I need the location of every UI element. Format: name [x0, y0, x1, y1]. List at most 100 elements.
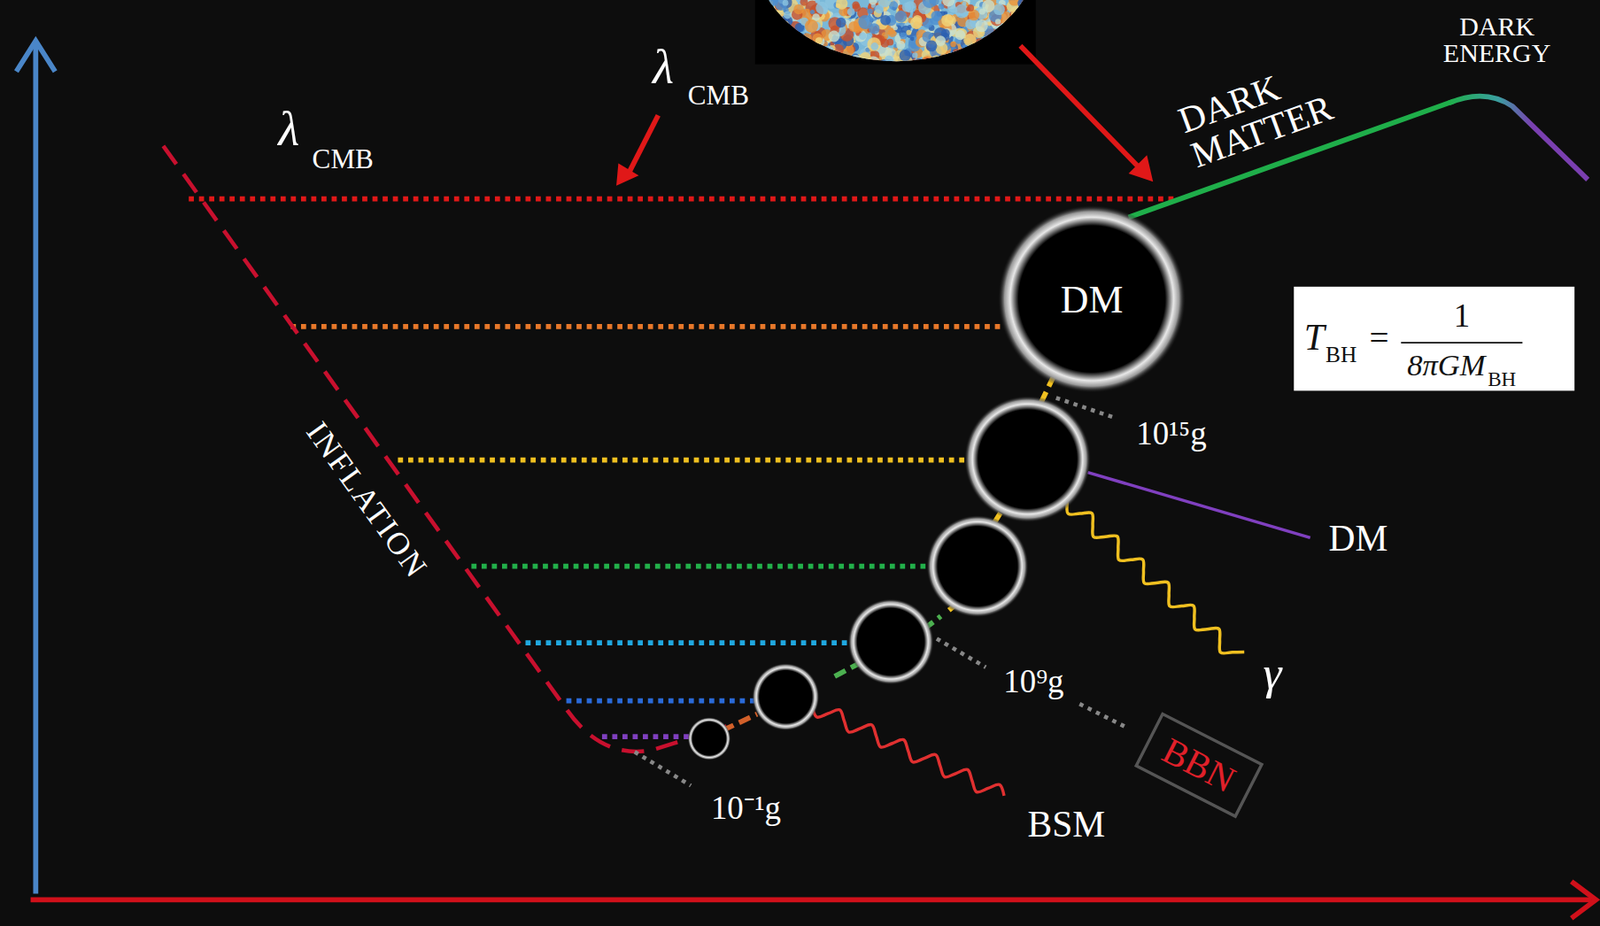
cmb-spot — [1020, 11, 1035, 26]
cmb-spot — [866, 8, 873, 15]
cmb-spot — [975, 61, 982, 67]
cmb-spot — [756, 16, 766, 27]
cmb-spot — [1004, 30, 1018, 43]
formula-denominator: 8πGM — [1406, 349, 1485, 381]
cmb-spot — [753, 56, 761, 64]
cmb-spot — [958, 56, 965, 62]
cmb-spot — [758, 47, 773, 62]
inflation-curve — [162, 146, 727, 752]
cmb-spot — [1013, 28, 1029, 43]
cmb-spot — [821, 46, 835, 60]
cmb-spot — [758, 5, 771, 17]
subscript: CMB — [312, 145, 374, 173]
cmb-spot — [783, 11, 792, 20]
cmb-spot — [881, 60, 891, 70]
cmb-spot — [1020, 0, 1034, 12]
cmb-spot — [879, 59, 888, 68]
cmb-spot — [819, 49, 832, 62]
cmb-spot — [757, 34, 762, 39]
black-hole-glow — [997, 205, 1186, 394]
cmb-spot — [893, 25, 898, 31]
cmb-spot — [796, 48, 806, 59]
cmb-spot — [752, 31, 758, 37]
cmb-spot — [835, 0, 848, 10]
cmb-spot — [772, 43, 783, 54]
cmb-spot — [765, 37, 772, 44]
cmb-spot — [777, 56, 789, 68]
fraction-bar — [1400, 341, 1523, 344]
cmb-spot — [835, 17, 846, 28]
cmb-spot — [773, 23, 780, 30]
cmb-spot — [993, 32, 998, 38]
axis-arrowhead — [1571, 881, 1597, 919]
cmb-spot — [950, 41, 957, 48]
pointer-arrow — [628, 115, 658, 174]
cmb-spot — [1007, 46, 1019, 58]
cmb-spot — [764, 46, 772, 54]
black-hole — [926, 515, 1029, 618]
cmb-spot — [966, 51, 971, 56]
cmb-spot — [926, 39, 938, 52]
node-label: DM — [1060, 279, 1124, 319]
black-hole — [751, 663, 820, 731]
cmb-spot — [996, 49, 1003, 56]
cmb-spot — [815, 55, 829, 70]
cmb-spot — [950, 56, 959, 64]
cmb-spot — [997, 49, 1012, 64]
cmb-spot — [832, 57, 840, 65]
cmb-spot — [931, 10, 943, 22]
cmb-spot — [803, 40, 809, 46]
mass-label: 10⁻¹g — [711, 791, 781, 825]
cmb-spot — [1029, 31, 1040, 42]
cmb-spot — [938, 3, 945, 10]
cmb-spot — [771, 59, 783, 71]
cmb-spot — [981, 0, 995, 13]
cmb-spot — [1026, 38, 1036, 48]
formula-subscript: BH — [1325, 343, 1357, 366]
cmb-spot — [808, 40, 815, 47]
dark-energy-label: DARK ENERGY — [1425, 14, 1569, 68]
cmb-spot — [947, 55, 954, 62]
cmb-spot — [754, 40, 769, 55]
cmb-spot — [767, 33, 781, 47]
cmb-spot — [1028, 27, 1036, 35]
cmb-spot — [1028, 9, 1041, 23]
cmb-spot — [769, 18, 779, 28]
cmb-spot — [781, 20, 789, 28]
cmb-spot — [995, 18, 1001, 24]
cmb-spot — [1013, 20, 1026, 32]
cmb-spot — [815, 1, 828, 15]
horizontal-axis — [30, 897, 1593, 904]
cmb-spot — [760, 52, 766, 58]
cmb-spot — [989, 56, 998, 65]
cmb-spot — [984, 53, 992, 61]
cmb-spot — [853, 25, 861, 33]
cmb-spot — [1020, 19, 1033, 31]
cmb-spot — [816, 50, 825, 59]
cmb-spot — [752, 46, 766, 61]
cmb-spot — [780, 21, 788, 28]
cmb-spot — [953, 51, 967, 64]
cmb-spot — [785, 37, 791, 43]
cmb-spot — [919, 57, 934, 71]
emission-line — [1087, 472, 1310, 539]
cmb-spot — [942, 56, 957, 70]
cmb-spot — [806, 46, 819, 58]
cmb-spot — [1025, 26, 1033, 34]
cmb-spot — [785, 25, 790, 31]
cmb-spot — [782, 30, 788, 36]
scale-line — [290, 324, 1005, 330]
cmb-spot — [993, 46, 1002, 55]
cmb-spot — [986, 38, 992, 44]
mass-label: 10¹⁵g — [1136, 417, 1206, 450]
cmb-spot — [966, 4, 974, 12]
cmb-spot — [811, 32, 823, 44]
cmb-spot — [946, 55, 954, 63]
cmb-spot — [1003, 40, 1012, 49]
cmb-spot — [769, 37, 779, 47]
cmb-spot — [756, 33, 766, 43]
dark-energy-line — [1448, 96, 1588, 180]
cmb-spot — [1004, 49, 1013, 58]
cmb-spot — [1030, 8, 1042, 20]
cmb-spot — [768, 23, 773, 28]
